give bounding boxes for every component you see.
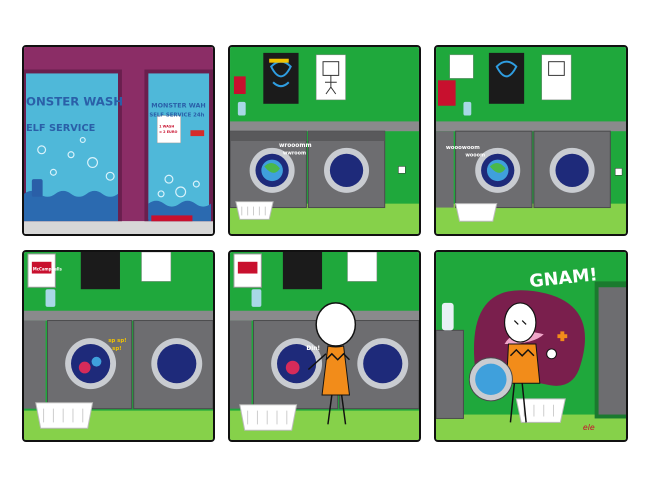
window-left-line1: ONSTER WASH <box>26 95 123 109</box>
sfx-line2: sp! <box>112 346 122 352</box>
window-right-line1: MONSTER WAH <box>151 103 205 110</box>
poster-brand-text: McCampbells <box>33 267 63 272</box>
washing-machine-left[interactable] <box>455 130 533 209</box>
stick-character <box>307 302 357 425</box>
washing-machine-right[interactable] <box>533 130 611 209</box>
poster-dark <box>282 252 323 290</box>
poster-white <box>347 252 378 282</box>
poster-small <box>449 54 474 79</box>
bottle-icon <box>31 179 43 197</box>
sfx-line1: wooowoom <box>446 145 480 151</box>
sfx-line2: wwroom <box>283 151 306 157</box>
washing-machine-left[interactable] <box>47 320 133 410</box>
panel-splash: McCampbells sp sp! sp! <box>22 250 215 442</box>
price-notice <box>156 115 181 144</box>
washing-machine-right[interactable] <box>307 130 386 209</box>
laundromat-scene-5: Din! <box>230 252 419 440</box>
washing-machine-door[interactable] <box>468 357 513 402</box>
laundromat-scene-3: wooowoom wooom <box>436 47 626 234</box>
sfx-line1: wrooomm <box>279 143 312 149</box>
signature: ele <box>583 423 595 432</box>
sfx-line1: sp sp! <box>108 338 126 344</box>
sfx: Din! <box>306 346 320 352</box>
window-right-line2: SELF SERVICE 24h <box>149 113 204 119</box>
sfx-line2: wooom <box>465 153 485 159</box>
laundry-basket <box>239 404 298 431</box>
bottle-icon <box>441 302 454 331</box>
bottle-icon <box>45 289 56 307</box>
washing-machine-right[interactable] <box>133 320 213 410</box>
panel-machine-start: wrooomm wwroom <box>228 45 421 236</box>
wall-socket <box>398 166 406 174</box>
poster-white <box>541 54 572 101</box>
poster-white <box>141 252 172 282</box>
panel-machine-spin: wooowoom wooom <box>434 45 628 236</box>
poster-dark <box>80 252 120 290</box>
poster-white <box>315 54 346 101</box>
notice-line1: 1 WASH <box>159 124 174 128</box>
open-sign <box>190 130 205 137</box>
bottle-icon <box>237 101 246 116</box>
laundry-basket <box>515 398 566 423</box>
bottle-icon <box>251 289 262 307</box>
bottle-icon <box>463 101 472 116</box>
window-left-line2: ELF SERVICE <box>26 123 95 134</box>
notice-line2: = 2 EURO <box>159 130 177 134</box>
panel-monster: GNAM! ele <box>434 250 628 442</box>
poster-brand <box>437 80 456 106</box>
monster-scene: GNAM! ele <box>436 252 626 440</box>
laundry-monster <box>473 290 585 386</box>
laundry-basket <box>455 203 498 222</box>
storefront-scene: ONSTER WASH ELF SERVICE MONSTER WAH SELF… <box>24 47 213 234</box>
laundry-basket <box>235 201 274 220</box>
doormat <box>151 215 193 222</box>
poster-dark <box>488 52 525 104</box>
panel-storefront: ONSTER WASH ELF SERVICE MONSTER WAH SELF… <box>22 45 215 236</box>
laundromat-scene-4: McCampbells sp sp! sp! <box>24 252 213 440</box>
laundromat-scene-2: wrooomm wwroom <box>230 47 419 234</box>
wall-socket <box>614 168 623 176</box>
laundry-basket <box>35 402 94 429</box>
panel-character: Din! <box>228 250 421 442</box>
shop-window-right <box>146 71 212 222</box>
